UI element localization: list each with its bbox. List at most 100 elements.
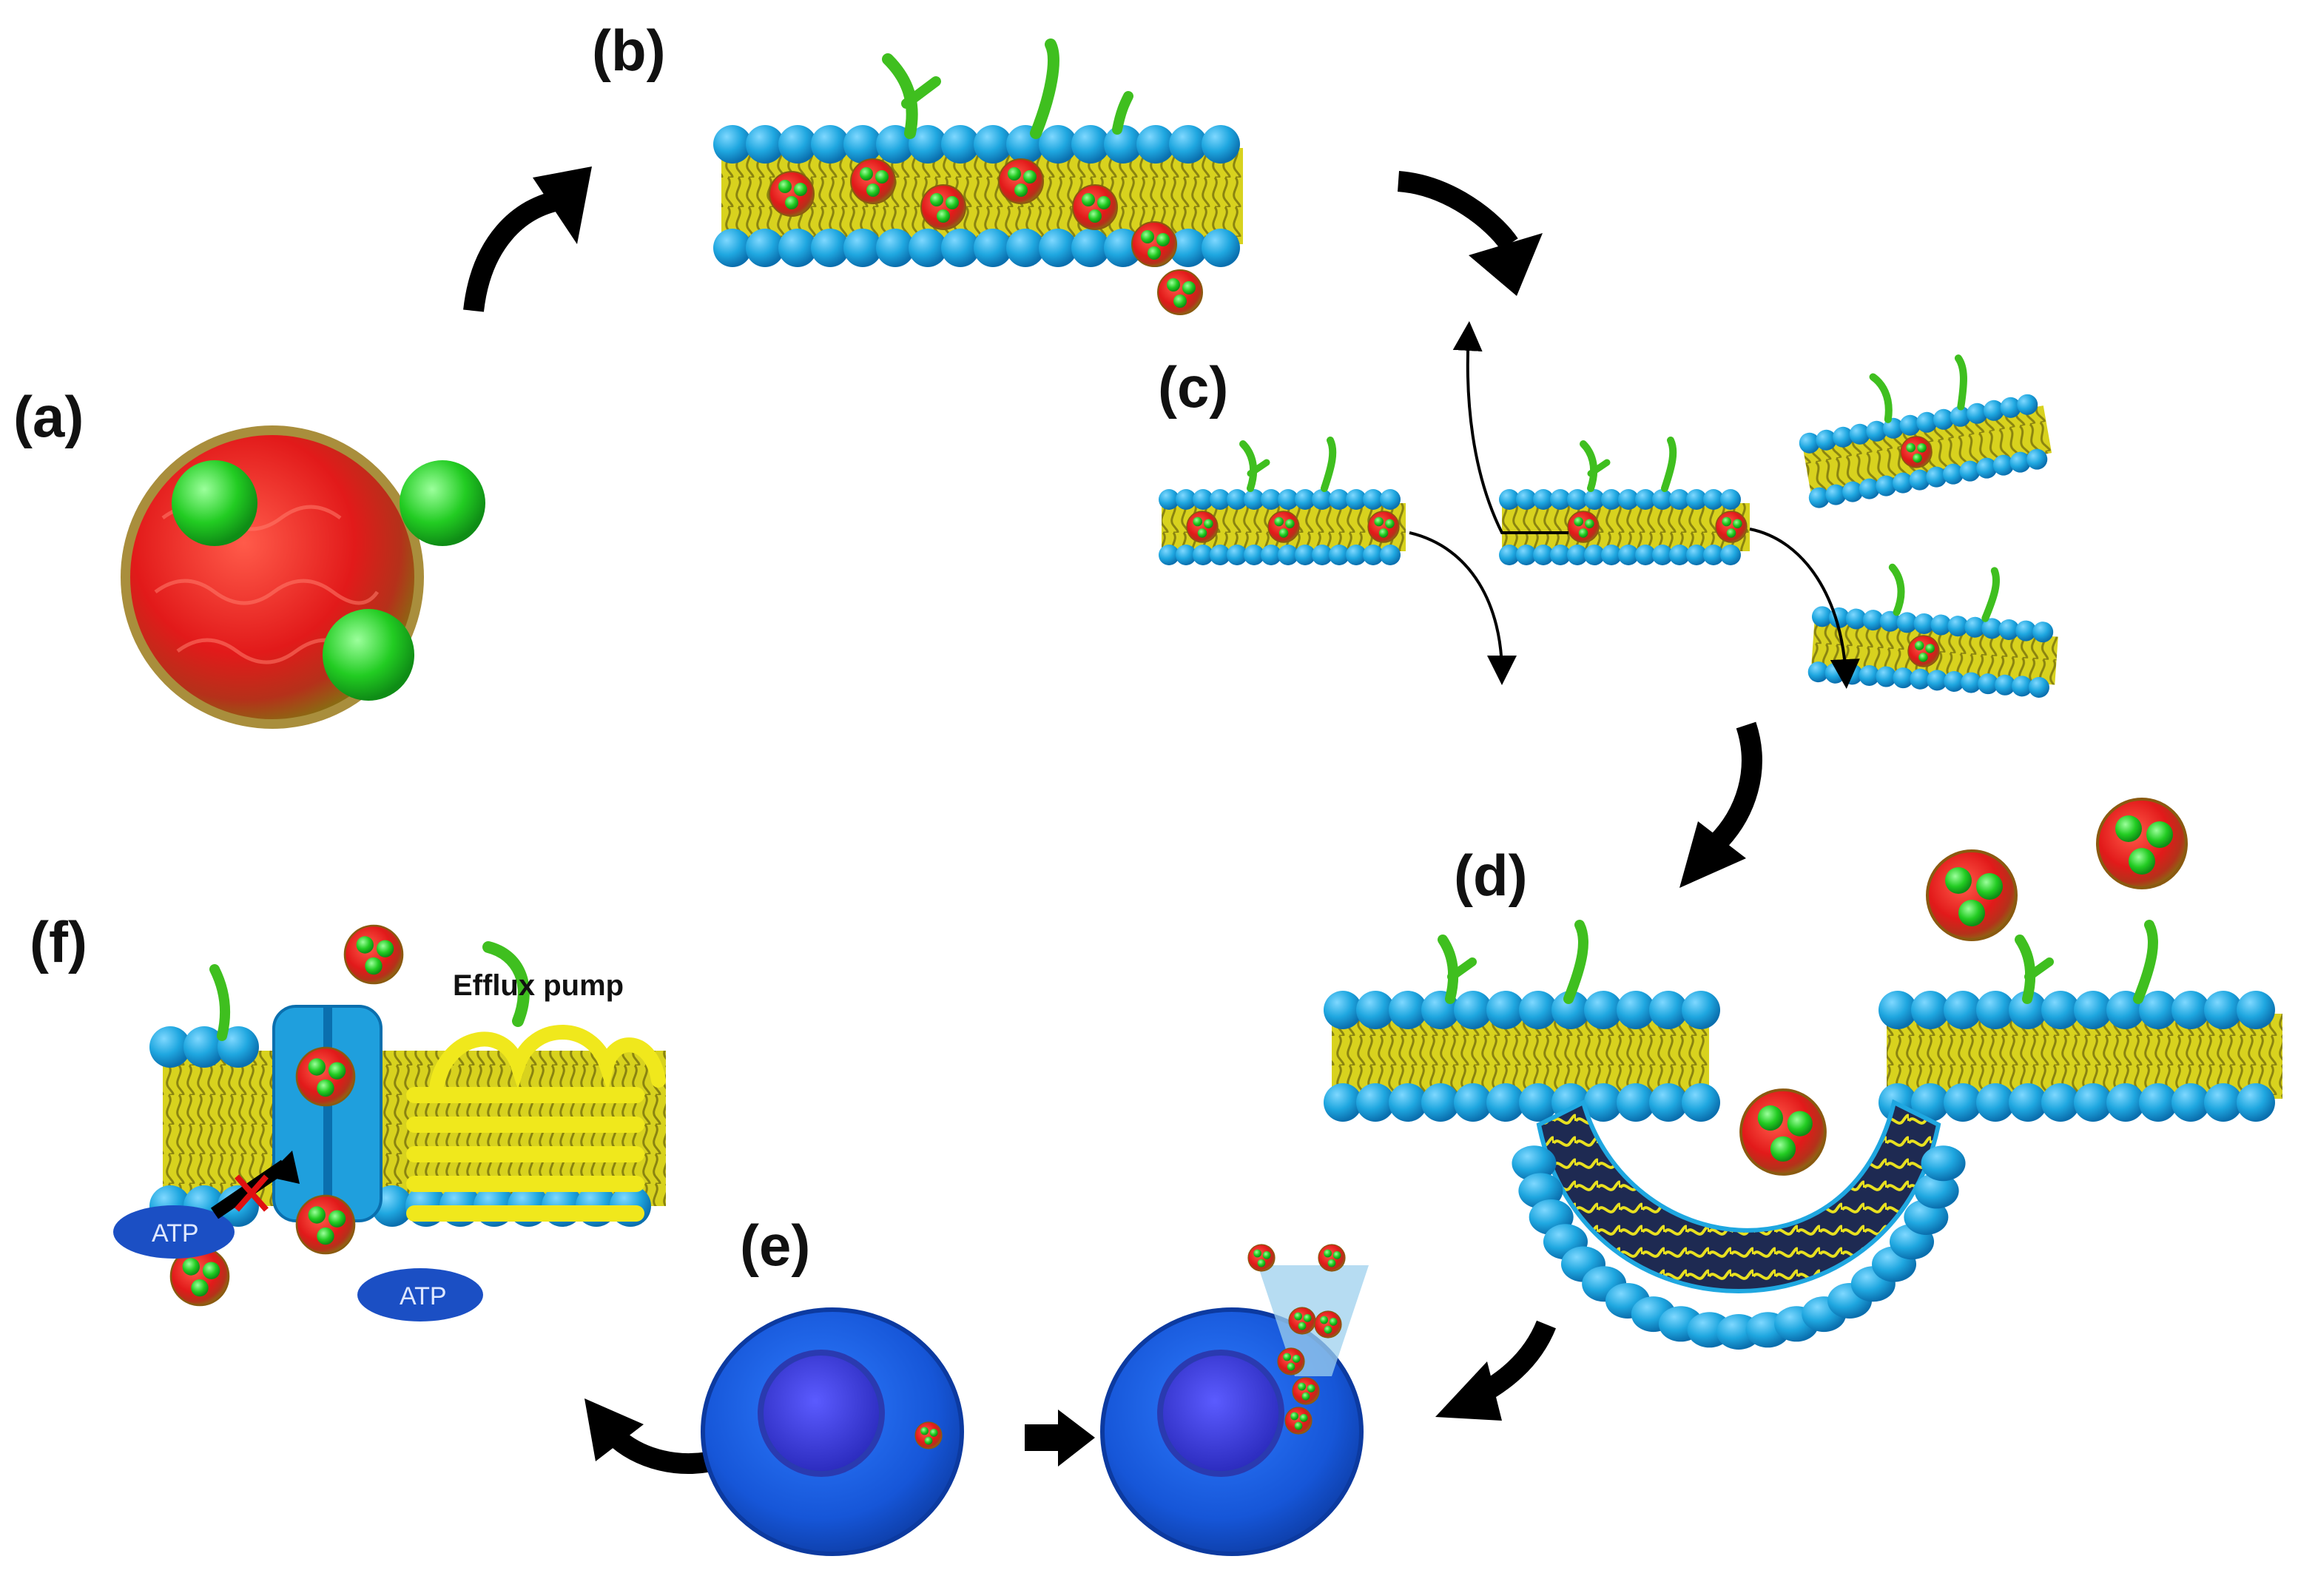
label-a: (a) — [13, 384, 84, 449]
lipid-head — [1227, 489, 1247, 510]
label-e: (e) — [740, 1213, 810, 1278]
lipid-head — [811, 125, 849, 164]
lipid-head — [1006, 229, 1045, 267]
lipid-head — [1911, 1083, 1950, 1122]
lipid-head — [1499, 489, 1520, 510]
lipid-head — [1649, 991, 1688, 1029]
lipid-head — [1976, 991, 2015, 1029]
lipid-head — [2041, 991, 2080, 1029]
lipid-head — [1519, 991, 1557, 1029]
lipid-head — [746, 229, 784, 267]
lipid-head — [1833, 426, 1854, 448]
lipid-head — [1389, 991, 1427, 1029]
lipid-head — [1136, 125, 1175, 164]
lipid-head — [1944, 1083, 1982, 1122]
lipid-head — [1295, 545, 1315, 565]
lipid-head — [2012, 676, 2033, 697]
lipid-head — [149, 1026, 191, 1068]
lipid-head — [1486, 991, 1525, 1029]
lipid-head — [1825, 484, 1847, 505]
block-x-icon — [210, 1151, 300, 1219]
lipid-head — [1879, 610, 1901, 632]
lipid-head — [1911, 991, 1950, 1029]
lipid-head — [1584, 991, 1623, 1029]
lipid-head — [1914, 1173, 1959, 1209]
lipid-head — [1071, 125, 1110, 164]
lipid-head — [1601, 489, 1622, 510]
lipid-head — [1669, 489, 1690, 510]
lipid-head — [2026, 448, 2048, 470]
lipid-head — [1454, 991, 1492, 1029]
lipid-head — [1618, 545, 1639, 565]
membrane-c-4 — [1807, 563, 2058, 698]
membrane-c-2 — [1499, 437, 1750, 565]
drug-sphere — [400, 460, 485, 546]
atp-label-1: ATP — [152, 1219, 199, 1247]
lipid-head — [1519, 1083, 1557, 1122]
lipid-head — [1669, 545, 1690, 565]
lipid-head — [2204, 1083, 2243, 1122]
lipid-head — [1584, 1083, 1623, 1122]
lipid-head — [1295, 489, 1315, 510]
lipid-head — [1876, 475, 1897, 496]
lipid-head — [1807, 661, 1829, 683]
lipid-head — [1916, 411, 1938, 433]
lipid-head — [1567, 489, 1588, 510]
drug-sphere — [172, 460, 257, 546]
lipid-head — [1202, 229, 1240, 267]
lipid-head — [1261, 489, 1281, 510]
lipid-head — [1913, 613, 1935, 634]
lipid-head — [1329, 545, 1350, 565]
curved-arrow-icon — [463, 166, 592, 312]
lipid-head — [1601, 545, 1622, 565]
lipid-head — [1976, 1083, 2015, 1122]
lipid-head — [1998, 619, 2020, 640]
lipid-head — [1380, 489, 1401, 510]
lipid-head — [1278, 489, 1298, 510]
lipid-head — [1686, 489, 1707, 510]
lipid-head — [1859, 478, 1880, 499]
lipid-head — [2000, 397, 2021, 418]
lipid-head — [2074, 991, 2112, 1029]
lipid-head — [974, 125, 1012, 164]
lipid-head — [1909, 469, 1930, 491]
lipid-head — [2041, 1083, 2080, 1122]
lipid-head — [1244, 489, 1264, 510]
lipid-head — [1682, 1083, 1720, 1122]
lipid-head — [713, 125, 752, 164]
lipid-head — [1927, 670, 1948, 691]
lipid-head — [1516, 545, 1537, 565]
lipid-head — [2009, 451, 2031, 473]
lipid-head — [778, 229, 817, 267]
membrane-c-3 — [1799, 354, 2052, 508]
lipid-head — [1992, 454, 2014, 476]
lipid-head — [1159, 545, 1179, 565]
lipid-head — [1584, 489, 1605, 510]
efflux-pump-label: Efflux pump — [453, 969, 624, 1002]
lipid-head — [1363, 489, 1384, 510]
lipid-head — [1930, 614, 1952, 636]
lipid-head — [1811, 606, 1833, 627]
lipid-head — [2106, 1083, 2145, 1122]
membrane-d — [1324, 798, 2282, 1350]
lipid-head — [1356, 991, 1395, 1029]
lipid-head — [1845, 608, 1867, 630]
lipid-head — [1649, 1083, 1688, 1122]
lipid-head — [2139, 991, 2177, 1029]
lipid-head — [713, 229, 752, 267]
lipid-head — [2237, 1083, 2275, 1122]
lipid-head — [1933, 408, 1954, 430]
lipid-head — [1227, 545, 1247, 565]
lipid-head — [1896, 612, 1918, 633]
lipid-head — [1959, 460, 1981, 482]
thin-arrow — [1749, 528, 1860, 689]
lipid-head — [1944, 670, 1965, 692]
lipid-head — [876, 229, 914, 267]
lipid-head — [1454, 1083, 1492, 1122]
lipid-head — [1039, 229, 1077, 267]
nanoparticle-large — [121, 425, 485, 729]
curved-arrow-icon — [1397, 171, 1543, 296]
lipid-head — [2015, 620, 2037, 642]
lipid-head — [1533, 489, 1554, 510]
lipid-head — [1635, 545, 1656, 565]
